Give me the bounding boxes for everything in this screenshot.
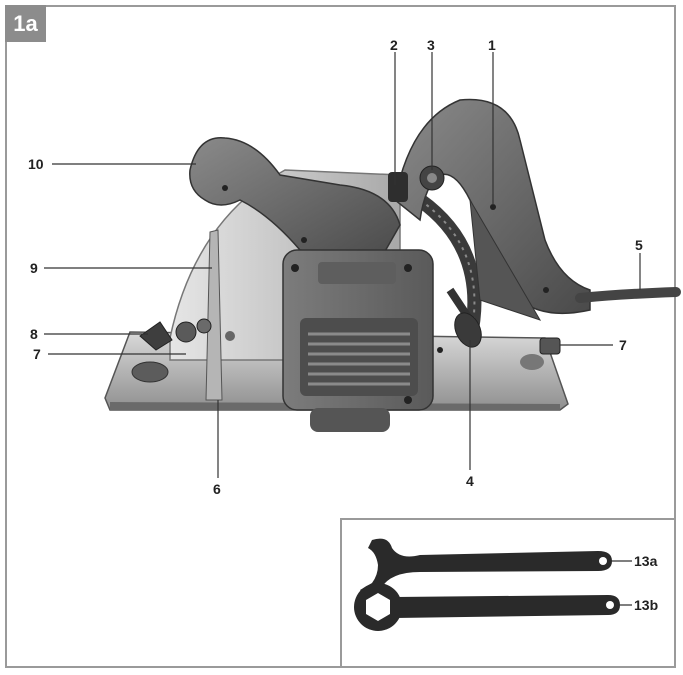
callout-8: 8 — [30, 326, 38, 342]
wrench-13a — [360, 538, 612, 598]
callout-4: 4 — [466, 473, 474, 489]
riving-knife — [205, 229, 223, 401]
figure-label: 1a — [5, 5, 46, 42]
callout-2: 2 — [390, 37, 398, 53]
callout-10: 10 — [28, 156, 44, 172]
callout-7-front: 7 — [33, 346, 41, 362]
power-cord — [575, 287, 681, 303]
bevel-lock-knob-rear — [539, 337, 561, 355]
callout-9: 9 — [30, 260, 38, 276]
wrench-inset-frame — [340, 518, 676, 668]
callout-6: 6 — [213, 481, 221, 497]
callout-1: 1 — [488, 37, 496, 53]
parallel-guide-knob — [139, 321, 173, 351]
callout-5: 5 — [635, 237, 643, 253]
callout-7-rear: 7 — [619, 337, 627, 353]
leader-lines — [44, 52, 641, 606]
depth-lock-knob — [446, 287, 482, 348]
switch-lock — [388, 172, 408, 202]
main-handle — [394, 98, 591, 353]
motor-housing — [282, 249, 434, 432]
wrench-13b — [354, 583, 620, 631]
callout-13b: 13b — [634, 597, 658, 613]
front-handle — [189, 137, 401, 261]
bevel-lock-knob-front — [175, 318, 212, 343]
callout-3: 3 — [427, 37, 435, 53]
callout-13a: 13a — [634, 553, 658, 569]
